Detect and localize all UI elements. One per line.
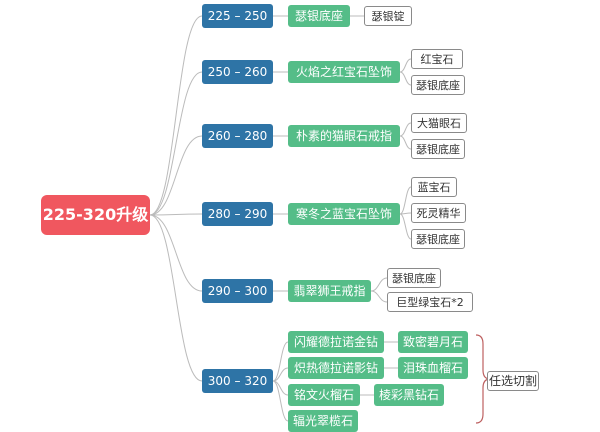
recipe-thorium-setting[interactable]: 瑟银底座 (288, 5, 350, 27)
recipe-sapphire-pendant[interactable]: 寒冬之蓝宝石坠饰 (288, 203, 400, 225)
connector-line (399, 135, 412, 150)
range-node-300-320[interactable]: 300 – 320 (202, 369, 273, 393)
material-huge-emerald[interactable]: 巨型绿宝石*2 (387, 292, 473, 312)
connector-line (272, 380, 289, 422)
range-node-280-290[interactable]: 280 – 290 (202, 202, 273, 226)
connector-line (149, 214, 203, 292)
connector-line (149, 135, 203, 216)
material-thorium-bar[interactable]: 瑟银锭 (364, 6, 412, 26)
material-essence-of-undeath[interactable]: 死灵精华 (411, 203, 466, 223)
range-node-260-280[interactable]: 260 – 280 (202, 124, 273, 148)
connector-line (399, 58, 412, 73)
connector-line (149, 214, 203, 382)
material-large-opal[interactable]: 大猫眼石 (411, 113, 467, 133)
optional-cut-note: 任选切割 (487, 371, 539, 391)
recipe-gem-cut-3[interactable]: 铭文火榴石 (288, 384, 360, 406)
gem-prismatic-black-diamond[interactable]: 棱彩黑钻石 (374, 384, 444, 406)
connector-line (399, 212, 412, 215)
material-thorium-setting[interactable]: 瑟银底座 (411, 139, 465, 159)
connector-line (399, 122, 412, 137)
gem-teardrop-bloodgarnet[interactable]: 泪珠血榴石 (398, 357, 468, 379)
range-node-250-260[interactable]: 250 – 260 (202, 60, 273, 84)
connector-line (149, 213, 203, 216)
root-node[interactable]: 225-320升级 (41, 195, 150, 235)
recipe-gem-cut-2[interactable]: 炽热德拉诺影钻 (288, 357, 384, 379)
range-node-290-300[interactable]: 290 – 300 (202, 279, 273, 303)
recipe-opal-ring[interactable]: 朴素的猫眼石戒指 (288, 125, 400, 147)
material-thorium-setting[interactable]: 瑟银底座 (411, 229, 465, 249)
connector-line (399, 186, 412, 215)
recipe-fiery-ruby-pendant[interactable]: 火焰之红宝石坠饰 (288, 61, 400, 83)
recipe-gem-cut-1[interactable]: 闪耀德拉诺金钻 (288, 331, 384, 353)
connector-line (149, 71, 203, 216)
material-ruby[interactable]: 红宝石 (411, 49, 463, 69)
connector-line (370, 290, 388, 303)
connector-line (272, 341, 289, 382)
connector-line (149, 15, 203, 216)
recipe-emerald-lion-ring[interactable]: 翡翠狮王戒指 (288, 280, 371, 302)
range-node-225-250[interactable]: 225 – 250 (202, 4, 273, 28)
material-thorium-setting[interactable]: 瑟银底座 (387, 268, 441, 288)
connector-line (399, 71, 412, 86)
material-sapphire[interactable]: 蓝宝石 (411, 177, 457, 197)
connector-line (399, 213, 412, 240)
gem-dense-moonstone[interactable]: 致密碧月石 (398, 331, 468, 353)
connector-line (272, 367, 289, 382)
connector-line (370, 277, 388, 292)
material-thorium-setting[interactable]: 瑟银底座 (411, 75, 465, 95)
recipe-gem-cut-4[interactable]: 辐光翠榄石 (288, 410, 358, 432)
